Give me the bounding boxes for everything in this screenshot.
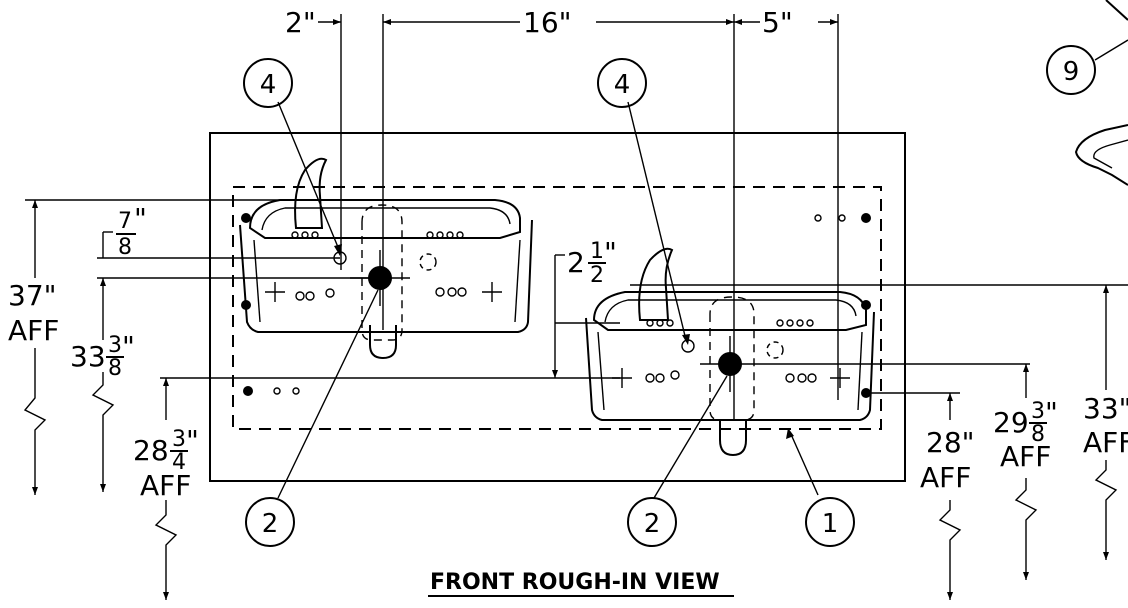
leader-lines [277, 39, 1128, 499]
callout-4-right: 4 [597, 58, 647, 108]
right-fountain [585, 247, 875, 457]
dim-center-span: 16" [523, 6, 572, 39]
svg-text:2: 2 [644, 509, 661, 539]
center-dimension-lines [552, 254, 565, 378]
dim-r28: 28" [926, 426, 975, 459]
top-dimension-lines [318, 14, 839, 420]
dim-right-gap: 5" [762, 6, 793, 39]
callout-1: 1 [805, 497, 855, 547]
callout-2-right: 2 [627, 497, 677, 547]
dim-r29-in: " [1045, 396, 1058, 429]
svg-text:1: 1 [822, 509, 839, 539]
dim-r29-num: 3 [1031, 399, 1045, 424]
svg-text:4: 4 [614, 70, 631, 100]
dim-r29-den: 8 [1031, 422, 1045, 447]
svg-text:9: 9 [1063, 57, 1080, 87]
left-dimension-lines [23, 200, 178, 600]
left-fountain [239, 157, 533, 360]
mounting-plate [209, 132, 906, 482]
dim-28-whole: 28 [133, 434, 169, 467]
dim-2-den: 2 [590, 263, 604, 288]
dim-2-in: " [604, 236, 617, 269]
dim-33-num: 3 [108, 333, 122, 358]
dim-7-8-den: 8 [118, 235, 132, 260]
dim-33-whole: 33 [70, 340, 106, 373]
dim-33-in: " [122, 330, 135, 363]
plate-holes [243, 213, 871, 396]
dim-r29-whole: 29 [993, 406, 1029, 439]
svg-text:4: 4 [260, 70, 277, 100]
right-dimension-lines [938, 285, 1118, 600]
dim-2-whole: 2 [567, 246, 585, 279]
dim-28-in: " [186, 424, 199, 457]
callout-9: 9 [1046, 45, 1096, 95]
dim-28-num: 3 [172, 427, 186, 452]
dim-7-8-num: 7 [118, 209, 132, 234]
svg-text:2: 2 [262, 509, 279, 539]
view-title: FRONT ROUGH-IN VIEW [430, 570, 720, 595]
side-view-fragment [1074, 0, 1128, 186]
dim-37-aff: AFF [8, 314, 59, 347]
callout-4-left: 4 [243, 58, 293, 108]
dim-28-aff: AFF [140, 469, 191, 502]
dim-r33-aff: AFF [1083, 426, 1128, 459]
reference-lines [25, 199, 1128, 394]
callout-2-left: 2 [245, 497, 295, 547]
dim-left-gap: 2" [285, 6, 316, 39]
dim-7-8-in: " [134, 202, 147, 235]
dim-r33: 33" [1083, 392, 1128, 425]
unit-envelope-dashed [232, 186, 882, 430]
dim-37: 37" [8, 279, 57, 312]
dim-r29-aff: AFF [1000, 440, 1051, 473]
dim-33-den: 8 [108, 356, 122, 381]
dim-r28-aff: AFF [920, 461, 971, 494]
dim-2-num: 1 [590, 239, 604, 264]
dim-28-den: 4 [172, 450, 186, 475]
